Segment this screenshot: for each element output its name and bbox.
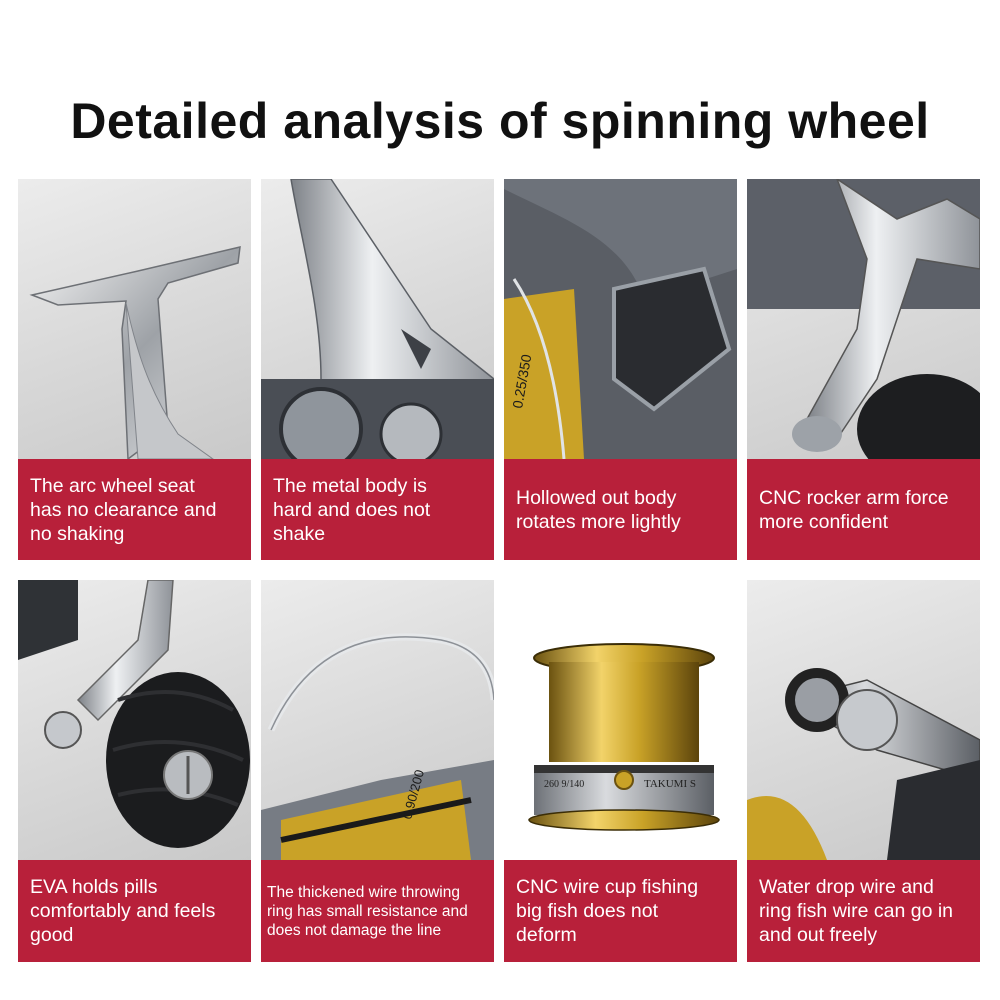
feature-panel-wire-cup: 260 9/140 TAKUMI S CNC wire cup fishing … [504,580,737,962]
spool-photo: 260 9/140 TAKUMI S [504,580,737,860]
feature-panel-arc-wheel-seat: The arc wheel seat has no clearance and … [18,179,251,560]
spool-icon: 260 9/140 TAKUMI S [528,643,720,831]
feature-caption: CNC rocker arm force more confident [747,459,980,560]
feature-caption: Water drop wire and ring fish wire can g… [747,860,980,962]
feature-caption: The thickened wire throwing ring has sma… [261,860,494,962]
line-roller-photo [747,580,980,860]
reel-body-photo [261,179,494,459]
bail-wire-photo: 0 90/200 [261,580,494,860]
feature-caption: The metal body is hard and does not shak… [261,459,494,560]
eva-knob-photo [18,580,251,860]
feature-panel-metal-body: The metal body is hard and does not shak… [261,179,494,560]
reel-foot-icon [29,246,241,459]
rocker-arm-icon [747,179,980,459]
reel-foot-photo [18,179,251,459]
line-roller-icon [747,668,980,860]
hollow-body-icon: 0.25/350 [504,179,737,459]
feature-panel-bail-wire: 0 90/200 The thickened wire throwing rin… [261,580,494,962]
spool-spec: 260 9/140 [544,779,584,790]
feature-caption: The arc wheel seat has no clearance and … [18,459,251,560]
feature-caption: Hollowed out body rotates more lightly [504,459,737,560]
feature-grid: The arc wheel seat has no clearance and … [18,179,982,965]
page-title: Detailed analysis of spinning wheel [70,92,930,149]
feature-panel-line-roller: Water drop wire and ring fish wire can g… [747,580,980,962]
bail-wire-icon: 0 90/200 [261,633,494,860]
rocker-arm-photo [747,179,980,459]
reel-body-icon [261,179,494,459]
feature-panel-rocker-arm: CNC rocker arm force more confident [747,179,980,560]
feature-panel-hollow-body: 0.25/350 Hollowed out body rotates more … [504,179,737,560]
feature-caption: EVA holds pills comfortably and feels go… [18,860,251,962]
eva-knob-icon [18,580,250,848]
feature-panel-eva-knob: EVA holds pills comfortably and feels go… [18,580,251,962]
feature-caption: CNC wire cup fishing big fish does not d… [504,860,737,962]
hollow-body-photo: 0.25/350 [504,179,737,459]
spool-brand: TAKUMI S [644,778,696,790]
